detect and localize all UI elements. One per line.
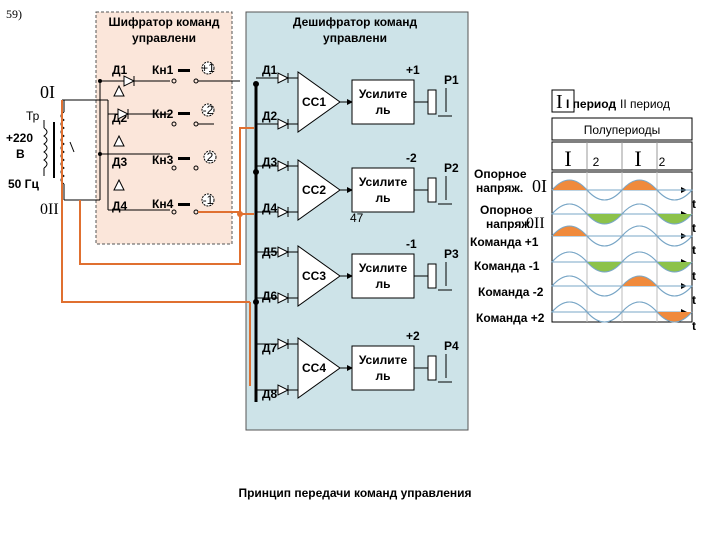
amplifier-label: Усилите bbox=[359, 261, 408, 275]
encoder-diode-label: Д4 bbox=[112, 199, 128, 213]
ref2-phase: 0II bbox=[526, 215, 545, 232]
encoder-row-3: Д3 Кн3 2 bbox=[98, 134, 217, 171]
ref-label-1: Опорное bbox=[474, 167, 527, 181]
time-axis-label: t bbox=[692, 197, 696, 211]
decoder-diode-label: Д8 bbox=[262, 387, 278, 401]
transformer-label: Тр bbox=[26, 109, 40, 123]
channel-1: СС1 Усилите ль +1Р1 bbox=[256, 63, 459, 133]
cmd-label: Команда +2 bbox=[476, 311, 545, 325]
encoder-key-label: Кн4 bbox=[152, 197, 174, 211]
channel-4: СС4 Усилите ль +2Р4 bbox=[256, 329, 459, 399]
relay-label: Р3 bbox=[444, 247, 459, 261]
amplifier-label: ль bbox=[376, 369, 391, 383]
channel-command: -1 bbox=[406, 237, 417, 251]
transformer: 0I 0II Тр +220 В 50 Гц bbox=[6, 82, 100, 218]
caption: Принцип передачи команд управления bbox=[238, 486, 471, 500]
half-period-row: I 2 I 2 bbox=[551, 141, 693, 171]
cmd-label: Команда -2 bbox=[478, 285, 544, 299]
decoder-diode-label: Д2 bbox=[262, 109, 278, 123]
encoder-row-1: Д1 Кн1 +1 bbox=[98, 61, 240, 87]
encoder-diode-label: Д1 bbox=[112, 63, 128, 77]
decoder-title-line2: управлени bbox=[323, 31, 387, 45]
encoder-title-line2: управлени bbox=[132, 31, 196, 45]
encoder-key-label: Кн3 bbox=[152, 153, 174, 167]
decoder-diode-label: Д1 bbox=[262, 63, 278, 77]
neutral-label: 0II bbox=[40, 201, 59, 218]
voltage-label-1: +220 bbox=[6, 131, 33, 145]
time-axis-label: t bbox=[692, 221, 696, 235]
relay-label: Р1 bbox=[444, 73, 459, 87]
encoder-row-4: Д4 Кн4 -1 bbox=[108, 178, 243, 217]
phase-label: 0I bbox=[40, 82, 55, 102]
period1-label: I период bbox=[566, 97, 616, 111]
comparator-label: СС2 bbox=[302, 183, 326, 197]
period2-label: II период bbox=[620, 97, 670, 111]
channel-command: +2 bbox=[406, 329, 420, 343]
amplifier-label: Усилите bbox=[359, 353, 408, 367]
encoder-cmd: -1 bbox=[203, 193, 214, 207]
encoder-title-line1: Шифратор команд bbox=[109, 15, 220, 29]
decoder-channels: СС1Усилитель+1Р1СС2Усилитель-2Р2СС3Усили… bbox=[256, 63, 459, 399]
stray-number: 47 bbox=[350, 211, 364, 225]
time-axis-label: t bbox=[692, 319, 696, 333]
channel-command: -2 bbox=[406, 151, 417, 165]
timing-diagram: I I период II период Полупериоды I 2 I 2… bbox=[470, 89, 696, 333]
hp-label: 2 bbox=[593, 155, 600, 169]
time-axis-label: t bbox=[692, 269, 696, 283]
cmd-label: Команда +1 bbox=[470, 235, 539, 249]
encoder-row-2: Д2 Кн2 -2 bbox=[100, 84, 215, 127]
decoder-diode-label: Д6 bbox=[262, 289, 278, 303]
voltage-label-2: В bbox=[16, 147, 25, 161]
half-periods-label: Полупериоды bbox=[584, 123, 661, 137]
comparator-label: СС4 bbox=[302, 361, 326, 375]
orange-wiring bbox=[61, 100, 254, 386]
ref-label-2: напряж. bbox=[476, 181, 523, 195]
decoder-diode-label: Д4 bbox=[262, 201, 278, 215]
amplifier-label: ль bbox=[376, 191, 391, 205]
encoder-key-label: Кн1 bbox=[152, 63, 174, 77]
comparator-label: СС1 bbox=[302, 95, 326, 109]
time-axis-label: t bbox=[692, 243, 696, 257]
relay-label: Р2 bbox=[444, 161, 459, 175]
decoder-title-line1: Дешифратор команд bbox=[293, 15, 418, 29]
encoder-diode-label: Д3 bbox=[112, 155, 128, 169]
slide-number: 59) bbox=[6, 7, 22, 21]
amplifier-label: ль bbox=[376, 103, 391, 117]
amplifier-label: ль bbox=[376, 277, 391, 291]
ref-phase: 0I bbox=[532, 176, 547, 196]
decoder-diode-label: Д3 bbox=[262, 155, 278, 169]
period1-numeral: I bbox=[556, 91, 563, 113]
channel-3: СС3 Усилите ль -1Р3 bbox=[256, 237, 459, 307]
channel-command: +1 bbox=[406, 63, 420, 77]
hp-label: I bbox=[634, 146, 641, 171]
amplifier-label: Усилите bbox=[359, 175, 408, 189]
ref2-label-1: Опорное bbox=[480, 203, 533, 217]
encoder-cmd: 2 bbox=[207, 150, 214, 164]
time-axis-label: t bbox=[692, 293, 696, 307]
hp-label: I bbox=[564, 146, 571, 171]
frequency-label: 50 Гц bbox=[8, 177, 39, 191]
amplifier-label: Усилите bbox=[359, 87, 408, 101]
ref2-label-2: напряж. bbox=[486, 217, 533, 231]
hp-label: 2 bbox=[659, 155, 666, 169]
cmd-label: Команда -1 bbox=[474, 259, 540, 273]
encoder-cmd: -2 bbox=[203, 103, 214, 117]
comparator-label: СС3 bbox=[302, 269, 326, 283]
decoder-diode-label: Д7 bbox=[262, 341, 278, 355]
channel-2: СС2 Усилите ль -2Р2 bbox=[256, 151, 459, 221]
relay-label: Р4 bbox=[444, 339, 459, 353]
encoder-cmd: +1 bbox=[201, 61, 215, 75]
